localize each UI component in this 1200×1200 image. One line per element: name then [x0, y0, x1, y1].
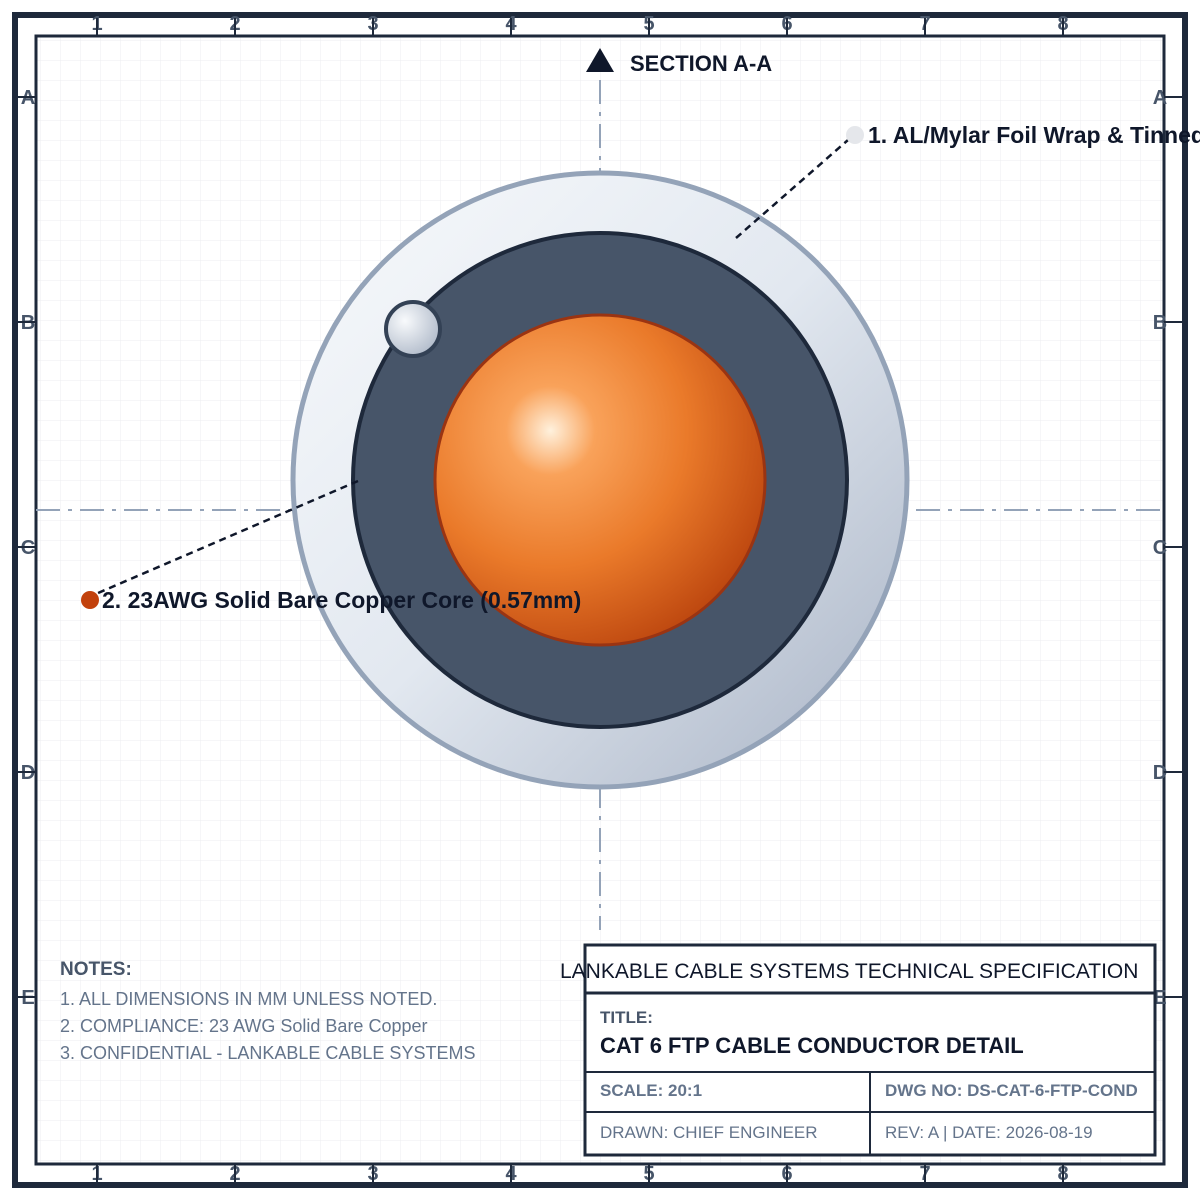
zone-label: C	[1153, 537, 1167, 559]
section-label: SECTION A-A	[630, 51, 772, 76]
drain-wire	[384, 300, 442, 358]
notes-block: NOTES: 1. ALL DIMENSIONS IN MM UNLESS NO…	[60, 959, 475, 1063]
dwg-no-field: DWG NO: DS-CAT-6-FTP-COND	[885, 1081, 1138, 1100]
callout-label-1: 1. AL/Mylar Foil Wrap & Tinned Drain Wir…	[868, 122, 1200, 148]
note-item: 1. ALL DIMENSIONS IN MM UNLESS NOTED.	[60, 989, 437, 1009]
zone-label: D	[1153, 762, 1167, 784]
title-label: TITLE:	[600, 1008, 653, 1027]
inner-border	[34, 34, 1166, 1166]
callout-dot-1	[846, 126, 864, 144]
note-item: 3. CONFIDENTIAL - LANKABLE CABLE SYSTEMS	[60, 1043, 475, 1063]
callout-dot-2	[81, 591, 99, 609]
callout-leader-1	[735, 139, 849, 239]
title-block: LANKABLE CABLE SYSTEMS TECHNICAL SPECIFI…	[560, 943, 1157, 1157]
callout-label-2: 2. 23AWG Solid Bare Copper Core (0.57mm)	[102, 587, 581, 613]
section-arrow-icon	[586, 48, 614, 72]
zone-label: B	[1153, 312, 1167, 334]
notes-heading: NOTES:	[60, 959, 132, 980]
scale-field: SCALE: 20:1	[600, 1081, 702, 1100]
zone-label: A	[1153, 87, 1167, 109]
rev-date-field: REV: A | DATE: 2026-08-19	[885, 1123, 1093, 1142]
zone-markers: 1122334455667788AABBCCDDEE	[18, 13, 1182, 1185]
outer-border	[12, 12, 1188, 1188]
drawing-title: CAT 6 FTP CABLE CONDUCTOR DETAIL	[600, 1033, 1024, 1058]
copper-core	[433, 313, 767, 647]
zone-label: E	[1153, 987, 1166, 1009]
note-item: 2. COMPLIANCE: 23 AWG Solid Bare Copper	[60, 1016, 427, 1036]
drawn-field: DRAWN: CHIEF ENGINEER	[600, 1123, 818, 1142]
company-name: LANKABLE CABLE SYSTEMS TECHNICAL SPECIFI…	[560, 960, 1138, 983]
